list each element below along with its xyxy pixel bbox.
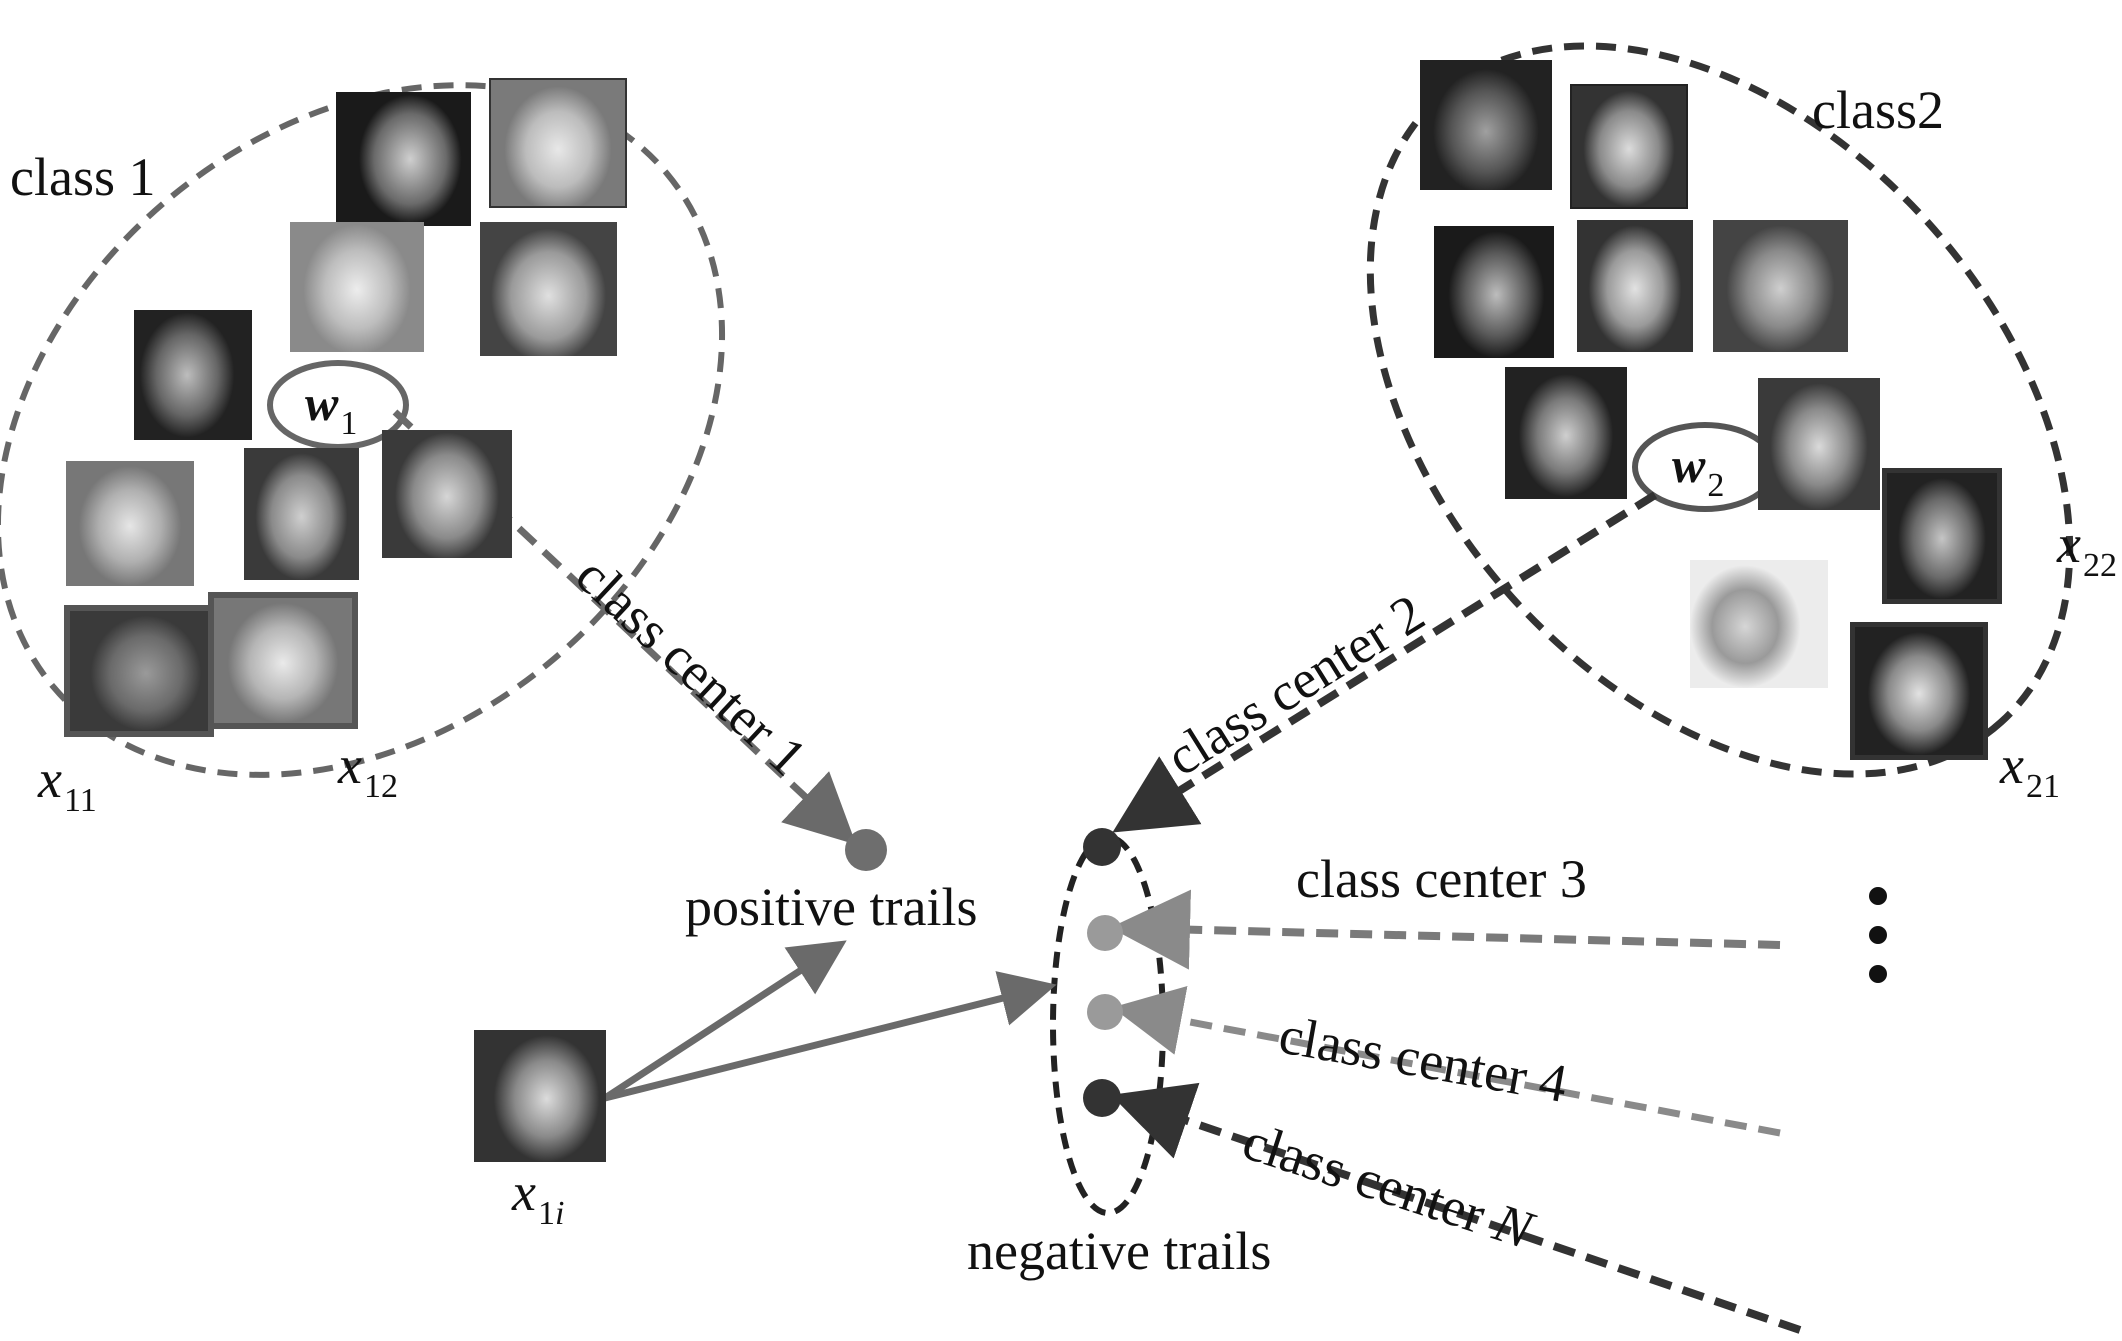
x1i-subscript: 1i (538, 1195, 564, 1232)
face-photo-icon (1505, 367, 1627, 499)
face-photo-icon (382, 430, 512, 558)
negative-trail-dot-center-4 (1087, 994, 1123, 1030)
class-center-2-arrow (1112, 491, 1658, 833)
x21-label: x21 (2000, 738, 2060, 804)
face-photo-icon (64, 605, 214, 737)
positive-pair-arrow (603, 940, 847, 1101)
x21-subscript: 21 (2025, 768, 2060, 805)
x1i-subscript-index: i (554, 1195, 565, 1232)
x22-letter: x (2057, 514, 2081, 574)
w2-letter: w (1672, 437, 1706, 493)
x12-label: x12 (338, 738, 398, 804)
face-photo-icon (1850, 622, 1988, 760)
face-photo-icon (1577, 220, 1693, 352)
face-photo-icon (290, 222, 424, 352)
positive-trail-dot (845, 829, 887, 871)
face-photo-icon (1690, 560, 1828, 688)
face-photo-icon (1420, 60, 1552, 190)
w2-subscript: 2 (1707, 467, 1725, 504)
class1-label: class 1 (10, 147, 156, 207)
face-photo-icon (208, 592, 358, 729)
face-photo-icon (480, 222, 617, 356)
face-photo-icon (1713, 220, 1848, 352)
negative-trail-dot-center-3 (1087, 915, 1123, 951)
face-photo-icon (489, 78, 627, 208)
negative-trails-label: negative trails (967, 1221, 1272, 1281)
w1-oval (267, 360, 409, 450)
negative-pair-arrow (604, 971, 1057, 1102)
class1-cluster-ellipse (0, 82, 726, 778)
face-photo-icon (1882, 468, 2002, 604)
face-photo-icon (1434, 226, 1554, 358)
face-photo-icon (474, 1030, 606, 1162)
class-center-4-arrow (1112, 985, 1781, 1137)
x21-letter: x (2000, 735, 2024, 795)
x11-letter: x (38, 749, 62, 809)
face-photo-icon (1758, 378, 1880, 510)
x1i-letter: x (512, 1162, 536, 1222)
face-photo-icon (1570, 84, 1688, 209)
x22-label: x22 (2057, 517, 2117, 583)
class2-cluster-ellipse (1366, 42, 2074, 778)
w1-letter: w (305, 375, 339, 431)
w2-label: w2 (1672, 440, 1724, 503)
face-photo-icon (244, 448, 359, 580)
w1-subscript: 1 (340, 405, 358, 442)
class-center-3-arrow (1110, 889, 1781, 970)
face-photo-icon (336, 92, 471, 226)
negative-trail-dot-center-2 (1083, 828, 1121, 866)
negative-trail-dot-center-N (1083, 1079, 1121, 1117)
x12-letter: x (338, 735, 362, 795)
x12-subscript: 12 (363, 768, 398, 805)
x11-label: x11 (38, 752, 97, 818)
class2-label: class2 (1812, 80, 1944, 140)
x1i-subscript-number: 1 (537, 1195, 555, 1232)
face-photo-icon (66, 461, 194, 586)
class-center-N-arrow (1110, 1082, 1802, 1334)
face-photo-icon (134, 310, 252, 440)
x11-subscript: 11 (63, 782, 97, 819)
w1-label: w1 (305, 378, 357, 441)
x22-subscript: 22 (2082, 547, 2117, 584)
ellipsis-icon (1869, 887, 1887, 983)
positive-trails-label: positive trails (685, 877, 978, 937)
x1i-label: x1i (512, 1165, 564, 1231)
class-center-3-label: class center 3 (1296, 849, 1587, 909)
